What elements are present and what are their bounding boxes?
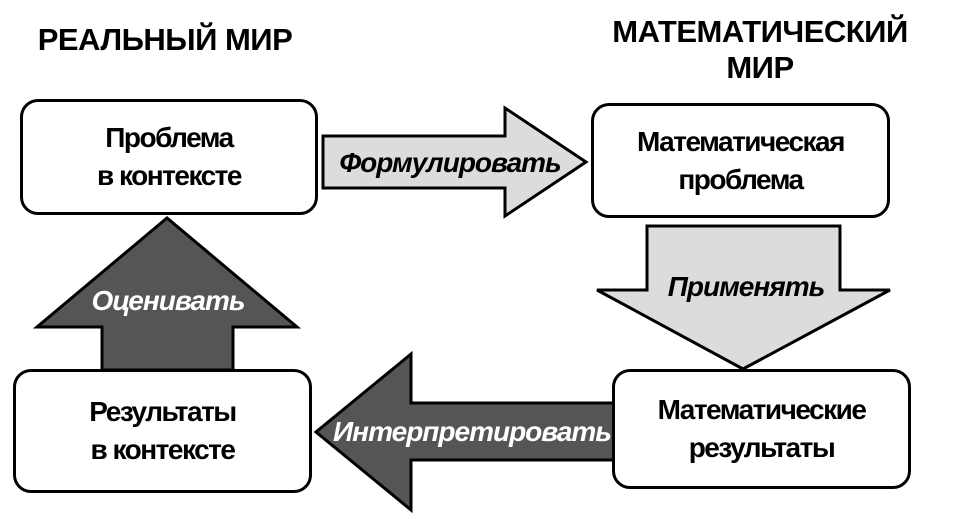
math-results-line2: результаты [688,432,836,463]
apply-label: Применять [668,271,825,302]
apply-arrow [596,224,891,371]
results-in-context-box: Результаты в контексте [13,369,312,493]
math-world-heading-line2: МИР [726,50,794,85]
problem-in-context-box: Проблема в контексте [20,99,318,215]
problem-in-context-line1: Проблема [105,122,234,153]
formulate-arrow [321,105,589,219]
evaluate-arrow [32,216,302,372]
math-world-heading: МАТЕМАТИЧЕСКИЙ МИР [590,14,930,86]
math-world-heading-line1: МАТЕМАТИЧЕСКИЙ [612,14,908,49]
results-in-context-line2: в контексте [90,434,236,465]
interpret-label: Интерпретировать [333,416,611,447]
formulate-label: Формулировать [339,147,560,178]
evaluate-label: Оценивать [91,285,244,316]
results-in-context-line1: Результаты [89,396,237,427]
problem-in-context-line2: в контексте [97,160,242,191]
math-problem-line2: проблема [678,163,804,195]
interpret-arrow [313,350,618,514]
math-problem-line1: Математическая [637,125,845,157]
math-results-line1: Математические [657,394,867,425]
math-problem-box: Математическая проблема [591,103,890,218]
real-world-heading: РЕАЛЬНЫЙ МИР [37,22,293,57]
math-results-box: Математические результаты [612,369,911,489]
